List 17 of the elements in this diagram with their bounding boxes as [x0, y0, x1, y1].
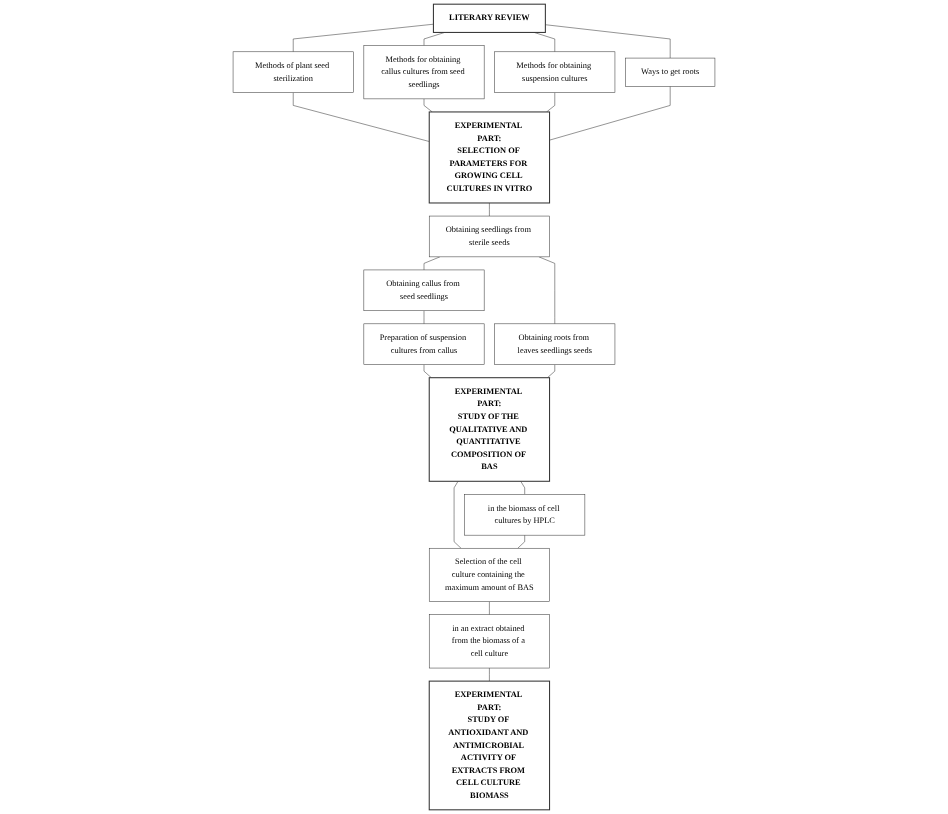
connector: [292, 92, 430, 142]
connector: [423, 32, 445, 46]
connector: [538, 256, 556, 325]
connector: [547, 364, 556, 378]
connector: [489, 202, 490, 217]
connector: [423, 98, 433, 113]
connector: [520, 481, 525, 495]
connector: [517, 534, 525, 549]
connector: [533, 32, 556, 53]
connector: [549, 86, 671, 141]
connector: [489, 601, 490, 615]
connector: [423, 364, 432, 378]
connector: [292, 23, 434, 53]
connector: [546, 92, 556, 113]
connector: [545, 24, 671, 59]
connector: [453, 481, 462, 549]
connector: [489, 667, 490, 682]
